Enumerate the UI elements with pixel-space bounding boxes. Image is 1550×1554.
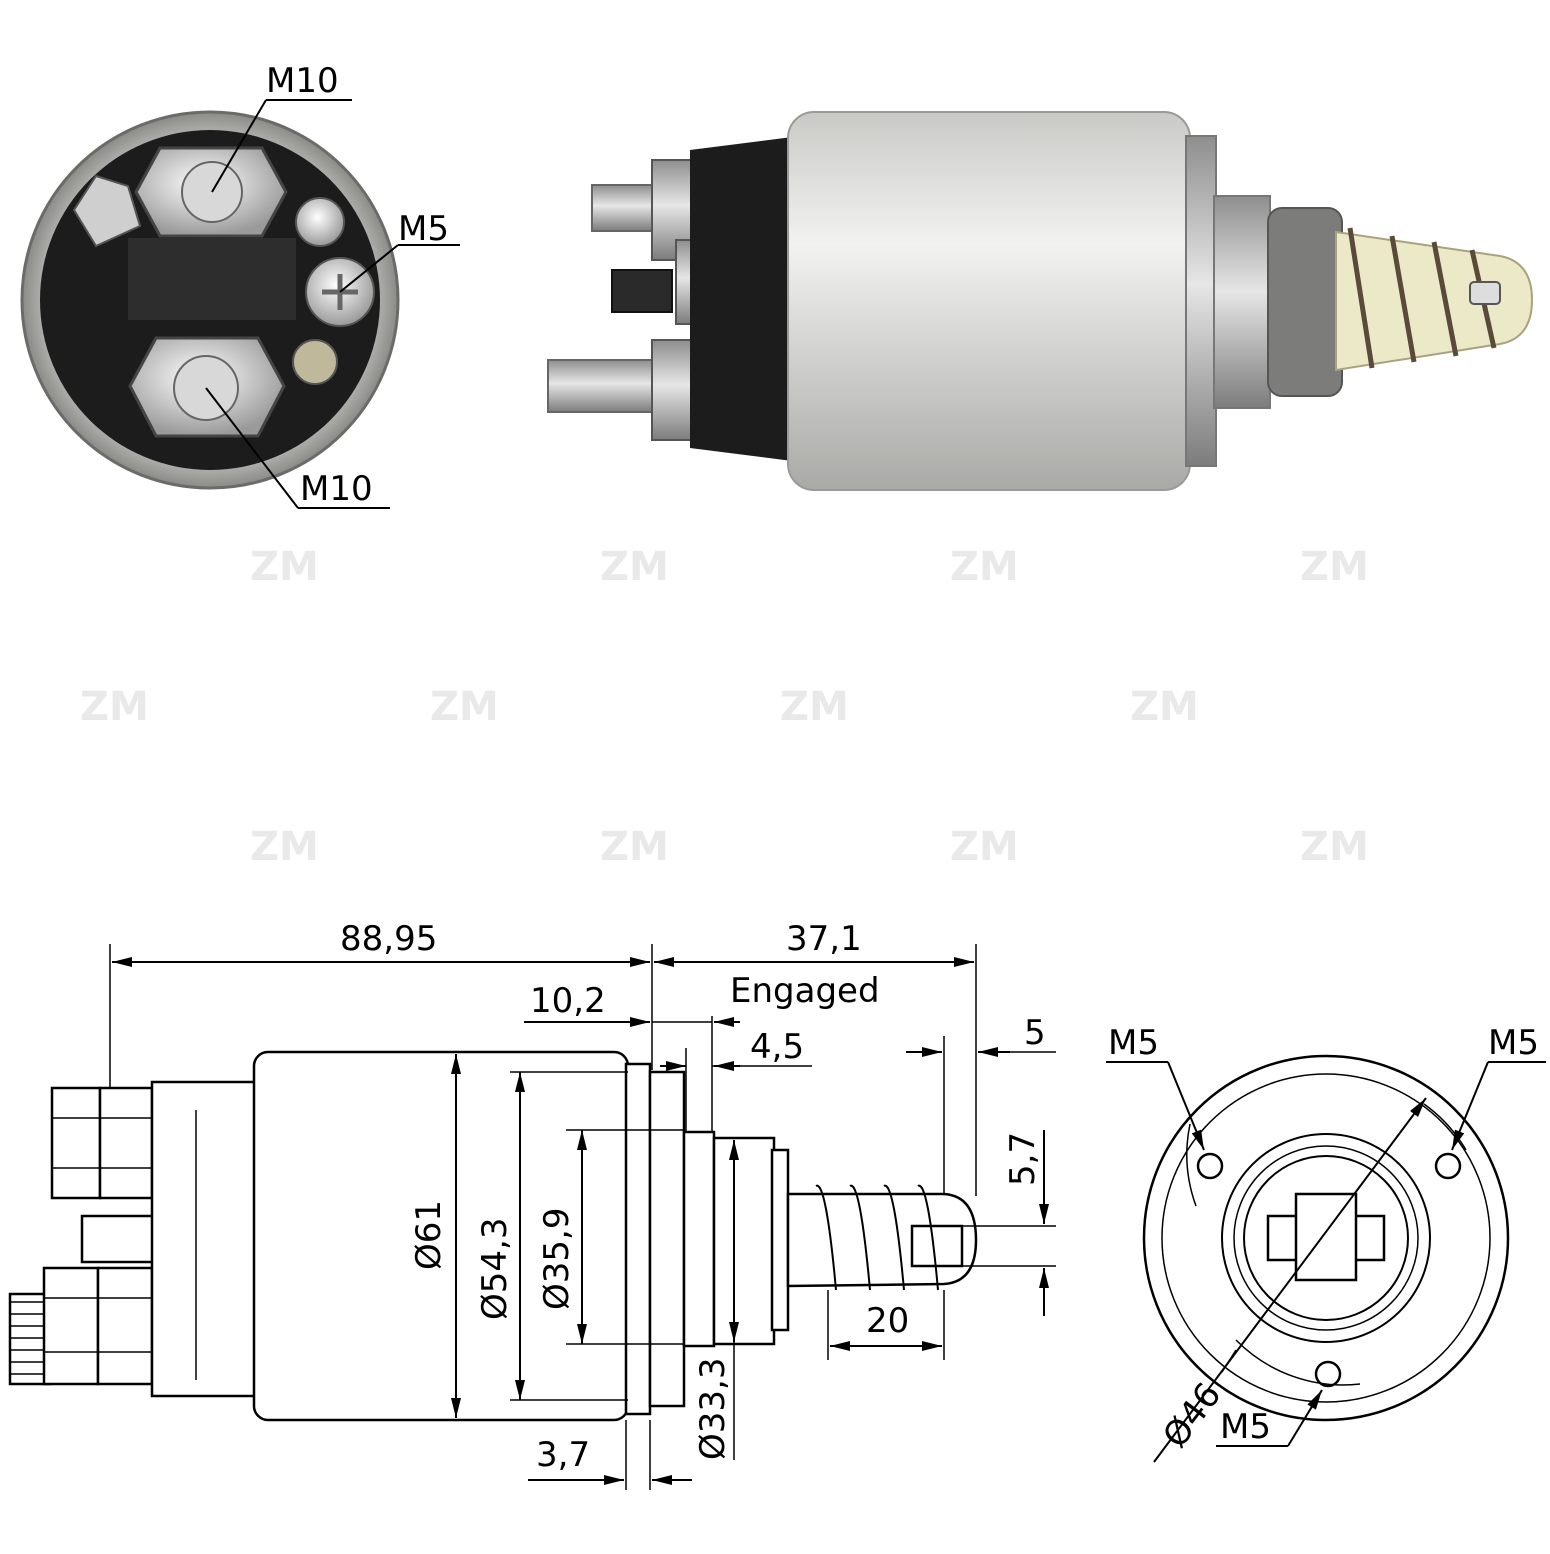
bolt-circle-label: Ø46: [1155, 1375, 1229, 1455]
watermark: ZM: [1130, 684, 1199, 730]
dim-neck-diameter: Ø33,3: [693, 1358, 733, 1460]
lower-nut: [651, 339, 693, 441]
neck-circle: [1233, 1145, 1419, 1331]
watermark: ZM: [950, 544, 1019, 590]
dim-flange-offset: 10,2: [530, 981, 606, 1021]
top-terminal-label: M10: [266, 61, 339, 101]
bolt-hole: [1314, 1360, 1342, 1388]
watermark: ZM: [80, 684, 149, 730]
hole-top-right-label: M5: [1488, 1023, 1539, 1063]
side-dimension-drawing: 88,95 37,1 Engaged 10,2 4,5 5 5,7 20 3,7: [8, 919, 1056, 1490]
spring-outline: [815, 1184, 939, 1291]
nose-circle: [1221, 1133, 1431, 1343]
watermark: ZM: [1300, 544, 1369, 590]
field-tab: [72, 174, 142, 248]
cap-outline: [150, 1080, 258, 1398]
side-view-photo: [547, 111, 1534, 491]
cap-rib: [128, 238, 296, 320]
dim-step-width: 4,5: [750, 1027, 804, 1067]
dim-nose-diameter: Ø35,9: [537, 1208, 577, 1310]
flange-circle: [1161, 1073, 1491, 1403]
watermark: ZM: [600, 544, 669, 590]
collar: [1213, 195, 1271, 409]
nose-outline: [682, 1130, 716, 1348]
spade-terminal: [292, 339, 338, 385]
return-spring: [1347, 227, 1497, 369]
leader: [211, 99, 267, 193]
dim-plunger-gap: 5: [1024, 1013, 1046, 1053]
plunger-body: [1267, 207, 1343, 397]
watermark: ZM: [430, 684, 499, 730]
spring-guide: [1335, 230, 1534, 372]
lower-nut-outline: [42, 1266, 100, 1386]
leader: [339, 244, 399, 293]
engaged-label: Engaged: [730, 971, 880, 1011]
watermark-layer: ZM ZM ZM ZM ZM ZM ZM ZM ZM ZM ZM ZM: [80, 544, 1369, 870]
watermark: ZM: [250, 824, 319, 870]
collar-outline: [770, 1148, 790, 1332]
upper-nut-outline: [98, 1086, 154, 1200]
watermark: ZM: [780, 684, 849, 730]
lower-nut-outline: [96, 1266, 154, 1386]
end-view-photo: M10 M5 M10: [20, 61, 460, 509]
bottom-terminal-label: M10: [300, 469, 373, 509]
black-cap: [690, 136, 800, 462]
upper-nut-outline: [50, 1086, 102, 1200]
leader: [205, 387, 299, 509]
dim-inner-diameter: Ø54,3: [475, 1218, 515, 1320]
watermark: ZM: [1300, 824, 1369, 870]
flange: [1185, 135, 1217, 467]
watermark: ZM: [600, 824, 669, 870]
dim-overall-length: 88,95: [340, 919, 437, 959]
dim-body-diameter: Ø61: [409, 1200, 449, 1270]
dim-spring-length: 20: [866, 1301, 909, 1341]
spade-outline: [80, 1214, 164, 1264]
plunger-pin: [1469, 281, 1501, 305]
hole-bottom-label: M5: [1220, 1407, 1271, 1447]
bolt-hole: [1434, 1152, 1462, 1180]
watermark: ZM: [250, 544, 319, 590]
lower-stud: [547, 359, 669, 413]
spade-tab: [611, 269, 673, 313]
dim-flange-thickness: 3,7: [536, 1435, 590, 1475]
housing-can: [787, 111, 1191, 491]
plunger-circle: [1243, 1155, 1409, 1321]
pin-core: [1294, 1192, 1358, 1282]
dim-engaged-stroke: 37,1: [786, 919, 862, 959]
dim-pin-height: 5,7: [1003, 1132, 1043, 1186]
bolt-hole: [1196, 1152, 1224, 1180]
pin-outline: [910, 1224, 964, 1268]
watermark: ZM: [950, 824, 1019, 870]
flange-outline: [624, 1062, 652, 1416]
hole-top-left-label: M5: [1108, 1023, 1159, 1063]
small-screw: [295, 197, 345, 247]
end-dimension-drawing: Ø46 M5 M5 M5: [1106, 1023, 1546, 1463]
neck-outline: [712, 1136, 776, 1346]
step-outline: [648, 1070, 686, 1408]
small-terminal-label: M5: [398, 209, 449, 249]
